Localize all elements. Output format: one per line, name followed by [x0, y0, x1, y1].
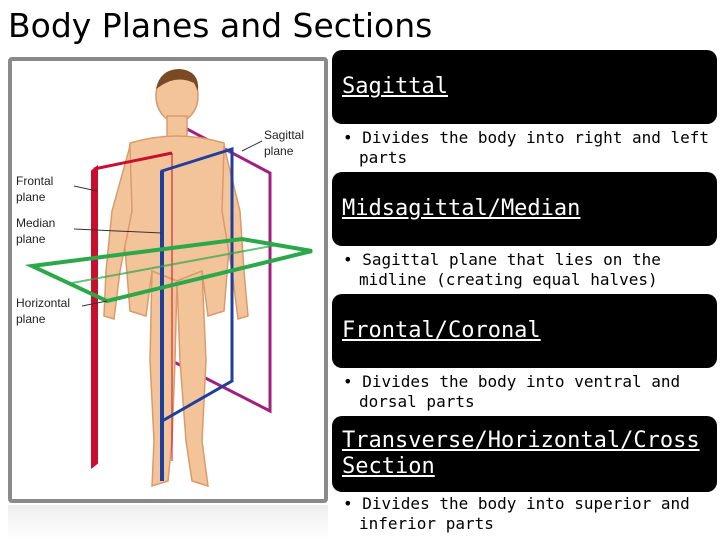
section-heading-transverse: Transverse/Horizontal/Cross Section — [332, 416, 717, 492]
section-heading-midsagittal: Midsagittal/Median — [332, 172, 717, 246]
section-bullet-transverse: • Divides the body into superior and inf… — [343, 494, 690, 533]
hair — [156, 69, 199, 91]
horizontal-plane — [24, 236, 313, 304]
figure-reflection — [8, 505, 328, 540]
section-bullet-midsagittal: • Sagittal plane that lies on the midlin… — [343, 250, 661, 289]
section-bullet-frontal: • Divides the body into ventral and dors… — [343, 372, 681, 411]
slide-title: Body Planes and Sections — [8, 6, 433, 45]
section-heading-frontal: Frontal/Coronal — [332, 294, 717, 368]
body-planes-illustration — [24, 69, 313, 488]
human-figure — [103, 69, 249, 488]
section-bullet-sagittal: • Divides the body into right and left p… — [343, 128, 710, 167]
frontal-plane — [91, 164, 98, 470]
section-heading-sagittal: Sagittal — [332, 50, 717, 124]
